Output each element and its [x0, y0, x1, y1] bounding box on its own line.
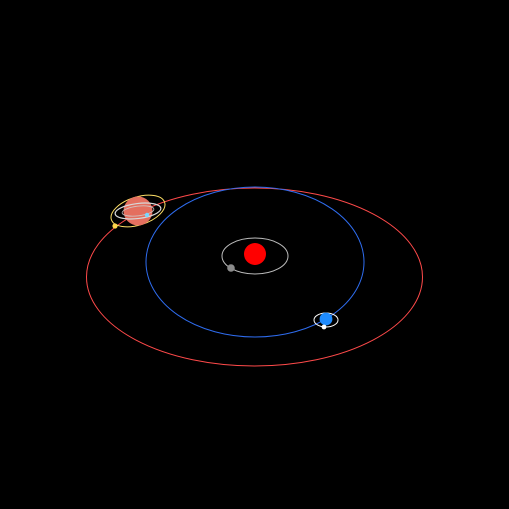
orange-planet-small-moon: [144, 212, 150, 218]
sun: [244, 243, 266, 265]
blue-planet: [319, 312, 333, 326]
orange-planet: [123, 196, 153, 226]
inner-orbit: [221, 237, 289, 275]
orange-planet-moon: [112, 223, 118, 229]
orange-planet-ring: [114, 202, 162, 220]
orange-planet-ring-inner: [121, 205, 155, 217]
red-orbit: [86, 187, 423, 367]
blue-orbit: [145, 186, 365, 338]
grey-planet: [227, 264, 235, 272]
blue-planet-moon: [321, 324, 327, 330]
